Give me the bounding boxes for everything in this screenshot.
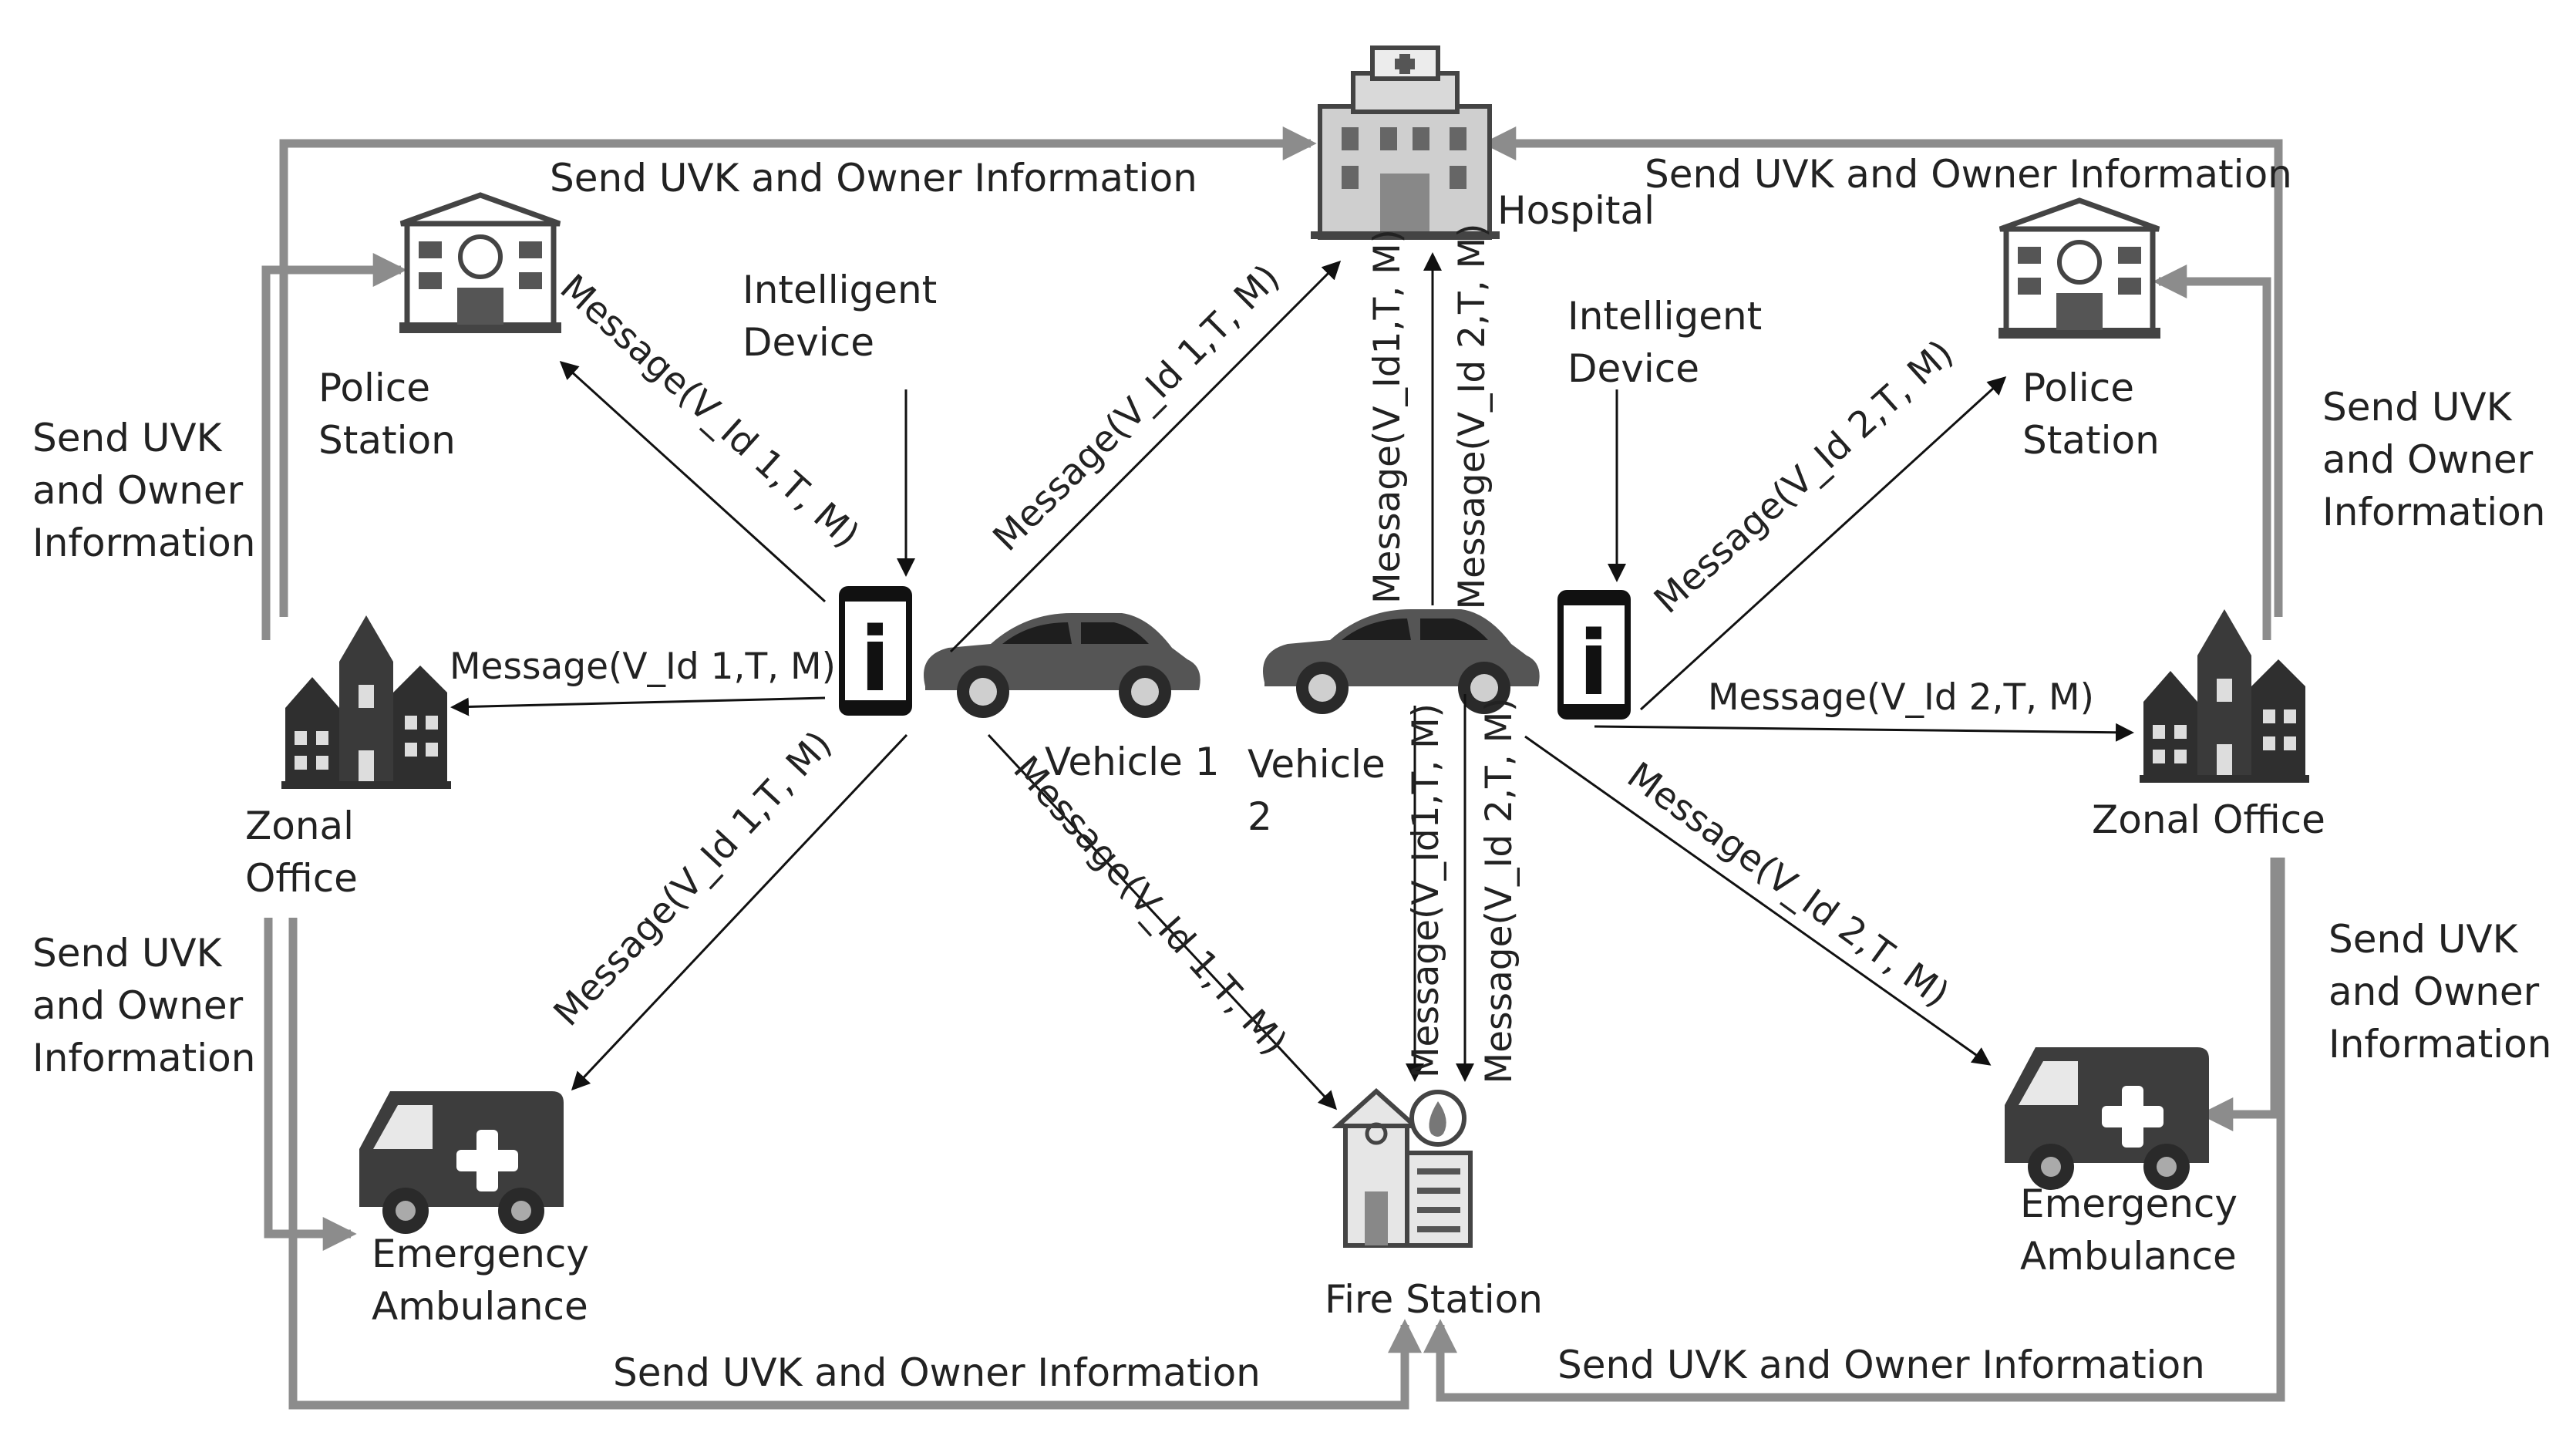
police-station-icon-right bbox=[1999, 201, 2160, 339]
message-label-v2-hospital: Message(V_Id 2,T, M) bbox=[1451, 224, 1493, 610]
vehicle-1-label: Vehicle 1 bbox=[1045, 740, 1220, 784]
send-uvk-stack-lower-left-1: Send UVK bbox=[32, 931, 223, 976]
arrow-v1-fire bbox=[987, 733, 1338, 1111]
message-label-v1-hospital-vertical: Message(V_Id1,T, M) bbox=[1366, 229, 1409, 604]
hospital-icon bbox=[1311, 45, 1500, 240]
send-uvk-stack-lower-right-1: Send UVK bbox=[2329, 917, 2519, 962]
police-station-label-right-2: Station bbox=[2022, 418, 2160, 463]
send-uvk-label-bottom-right: Send UVK and Owner Information bbox=[1557, 1343, 2205, 1387]
send-uvk-label-top-right: Send UVK and Owner Information bbox=[1645, 152, 2292, 197]
fire-station-label: Fire Station bbox=[1325, 1277, 1543, 1322]
intelligent-device-label-left-1: Intelligent bbox=[742, 268, 937, 312]
hospital-label: Hospital bbox=[1497, 188, 1655, 233]
info-path-right-zonal-to-fire bbox=[1423, 858, 2285, 1402]
info-path-right-zonal-to-hospital bbox=[1482, 126, 2283, 617]
vehicle-2-label-1: Vehicle bbox=[1248, 742, 1386, 787]
info-path-left-zonal-to-police bbox=[261, 253, 407, 640]
police-station-label-right-1: Police bbox=[2022, 366, 2134, 410]
intelligent-device-label-left-2: Device bbox=[742, 320, 874, 365]
arrow-v1-zonal bbox=[450, 696, 826, 716]
send-uvk-stack-upper-right-2: and Owner bbox=[2322, 437, 2534, 482]
send-uvk-stack-upper-left-3: Information bbox=[32, 521, 255, 565]
zonal-office-label-left-1: Zonal bbox=[245, 804, 354, 848]
ambulance-icon-left bbox=[359, 1091, 564, 1234]
arrow-v1-police bbox=[559, 360, 827, 603]
send-uvk-stack-upper-right-1: Send UVK bbox=[2322, 385, 2513, 430]
ambulance-icon-right bbox=[2005, 1047, 2209, 1190]
police-station-label-left-2: Station bbox=[318, 418, 456, 463]
ambulance-label-right-1: Emergency bbox=[2020, 1181, 2238, 1226]
send-uvk-stack-lower-right-2: and Owner bbox=[2329, 969, 2540, 1014]
info-path-right-zonal-to-police bbox=[2153, 265, 2271, 640]
message-label-v2-ambulance: Message(V_Id 2,T, M) bbox=[1619, 754, 1957, 1016]
message-label-v2-zonal: Message(V_Id 2,T, M) bbox=[1708, 676, 2094, 719]
ambulance-label-right-2: Ambulance bbox=[2020, 1234, 2237, 1279]
phone-glyph-right: i bbox=[1578, 612, 1608, 716]
info-path-left-zonal-to-fire bbox=[288, 918, 1422, 1410]
info-path-left-zonal-to-ambulance bbox=[264, 918, 357, 1251]
vehicle-2-label-2: 2 bbox=[1248, 794, 1272, 839]
send-uvk-stack-lower-left-3: Information bbox=[32, 1036, 255, 1080]
send-uvk-stack-upper-right-3: Information bbox=[2322, 490, 2545, 534]
message-label-v2-fire: Message(V_Id 2,T, M) bbox=[1478, 698, 1520, 1084]
send-uvk-stack-lower-right-3: Information bbox=[2329, 1022, 2551, 1067]
send-uvk-label-top-left: Send UVK and Owner Information bbox=[550, 156, 1197, 201]
car-icon-vehicle-1 bbox=[924, 613, 1200, 718]
message-label-v1-zonal: Message(V_Id 1,T, M) bbox=[450, 645, 836, 688]
info-path-left-zonal-to-hospital bbox=[279, 126, 1317, 617]
send-uvk-label-bottom-left: Send UVK and Owner Information bbox=[613, 1350, 1261, 1395]
intelligent-device-label-right-1: Intelligent bbox=[1567, 294, 1762, 339]
arrow-v2-zonal bbox=[1594, 723, 2134, 742]
send-uvk-stack-lower-left-2: and Owner bbox=[32, 983, 244, 1028]
zonal-office-icon-left bbox=[281, 615, 451, 789]
zonal-office-icon-right bbox=[2140, 609, 2309, 783]
message-label-v1-fire-vertical: Message(V_Id1,T, M) bbox=[1405, 703, 1447, 1078]
message-label-v1-ambulance: Message(V_Id 1,T, M) bbox=[546, 723, 840, 1034]
arrow-v1-hospital bbox=[949, 260, 1342, 653]
police-station-icon-left bbox=[399, 195, 561, 333]
send-uvk-stack-upper-left-1: Send UVK bbox=[32, 416, 223, 460]
ambulance-label-left-1: Emergency bbox=[372, 1232, 589, 1276]
zonal-office-label-left-2: Office bbox=[245, 856, 358, 901]
info-path-right-zonal-to-ambulance bbox=[2199, 858, 2279, 1131]
message-label-v1-hospital: Message(V_Id 1,T, M) bbox=[985, 256, 1288, 559]
arrow-v1-ambulance bbox=[571, 733, 908, 1091]
intelligent-device-label-right-2: Device bbox=[1567, 346, 1699, 391]
ambulance-label-left-2: Ambulance bbox=[372, 1284, 588, 1329]
fire-station-icon bbox=[1332, 1087, 1473, 1248]
send-uvk-stack-upper-left-2: and Owner bbox=[32, 468, 244, 513]
police-station-label-left-1: Police bbox=[318, 366, 430, 410]
arrow-v2-ambulance bbox=[1524, 735, 1992, 1066]
phone-glyph-left: i bbox=[860, 608, 890, 712]
zonal-office-label-right: Zonal Office bbox=[2092, 797, 2325, 842]
arrow-v2-police bbox=[1639, 376, 2007, 711]
